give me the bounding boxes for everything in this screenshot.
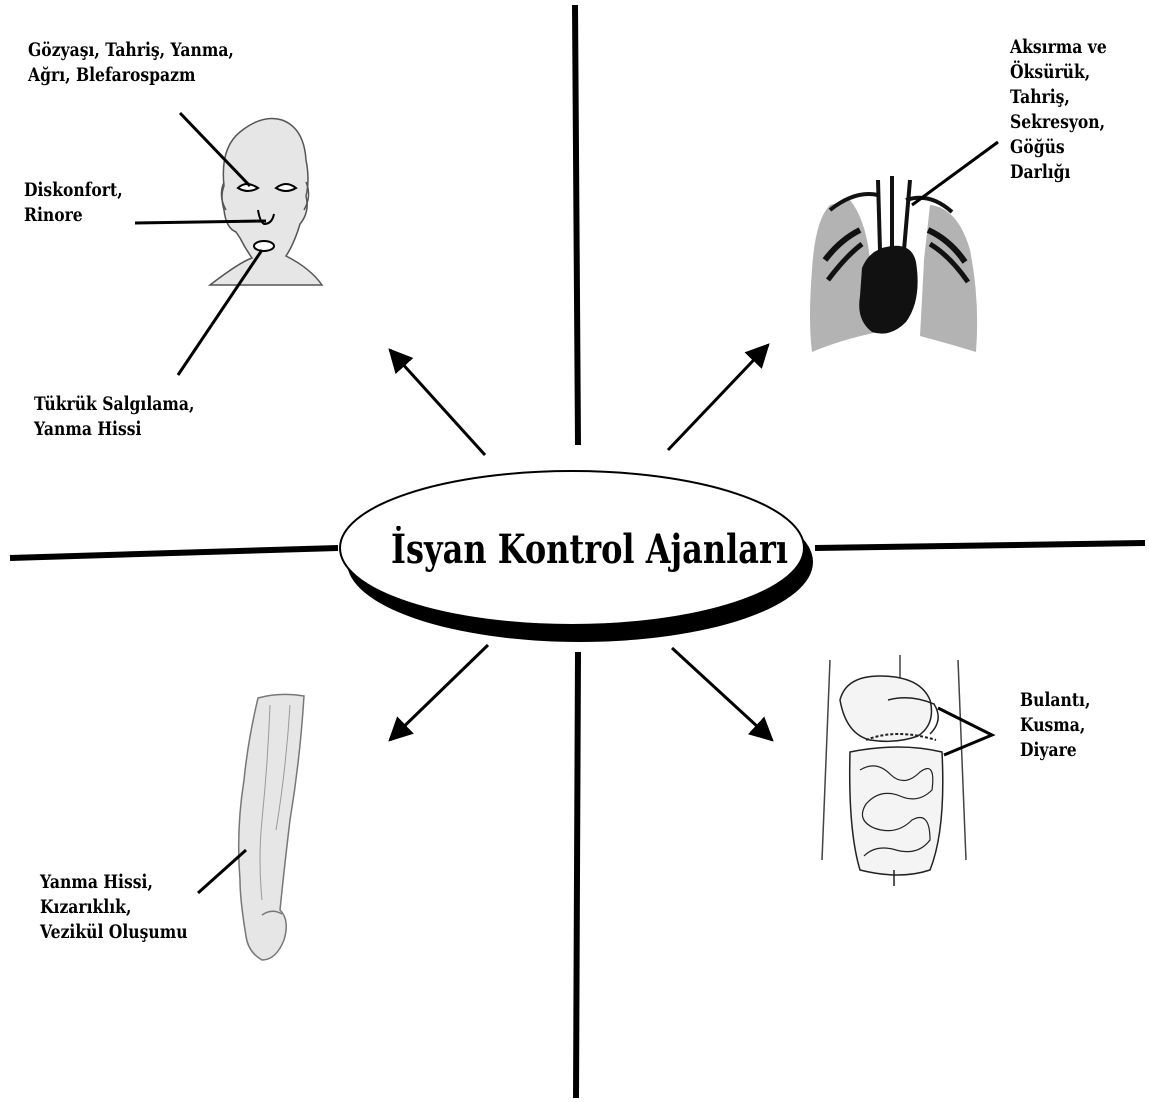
divider-left bbox=[10, 548, 338, 558]
head-icon bbox=[210, 119, 322, 286]
divider-bottom bbox=[576, 652, 578, 1098]
label-lungs: Aksırma ve Öksürük, Tahriş, Sekresyon, G… bbox=[1010, 35, 1107, 185]
arm-icon bbox=[239, 694, 304, 960]
lungs-heart-icon bbox=[810, 176, 977, 352]
label-gi: Bulantı, Kusma, Diyare bbox=[1020, 688, 1090, 763]
leader-nose bbox=[135, 221, 266, 223]
arrow-lower-right bbox=[672, 648, 772, 740]
arrow-upper-left bbox=[390, 350, 485, 455]
leader-gi bbox=[938, 708, 992, 755]
divider-right bbox=[815, 543, 1145, 548]
intestines-icon bbox=[822, 655, 966, 886]
arrow-upper-right bbox=[668, 345, 768, 450]
center-title: İsyan Kontrol Ajanları bbox=[391, 520, 759, 580]
label-skin: Yanma Hissi, Kızarıklık, Vezikül Oluşumu bbox=[40, 870, 188, 945]
label-nose: Diskonfort, Rinore bbox=[24, 178, 123, 228]
divider-top bbox=[575, 5, 578, 445]
leader-mouth bbox=[178, 250, 262, 375]
label-eyes: Gözyaşı, Tahriş, Yanma, Ağrı, Blefarospa… bbox=[28, 38, 234, 88]
label-mouth: Tükrük Salgılama, Yanma Hissi bbox=[34, 392, 194, 442]
leader-lungs bbox=[912, 142, 998, 205]
arrow-lower-left bbox=[390, 645, 488, 740]
